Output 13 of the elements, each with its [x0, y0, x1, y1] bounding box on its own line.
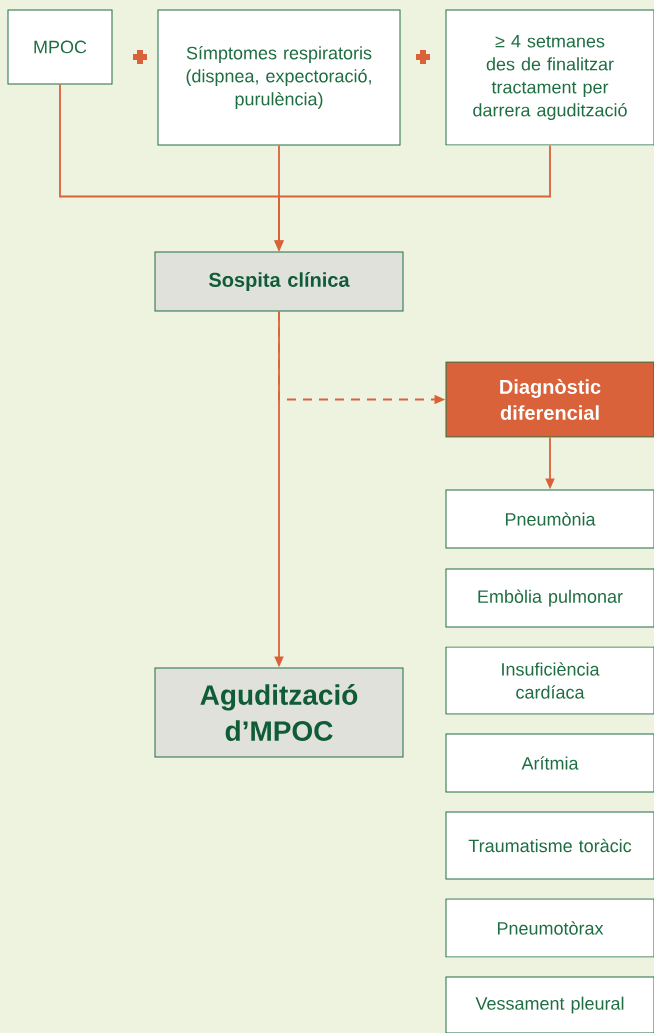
text-box: Insuficiència cardíaca: [445, 646, 654, 715]
decision-box: Agudització d’MPOC: [154, 667, 404, 758]
text-box: Símptomes respiratoris (dispnea, expectoració, purulència): [157, 9, 401, 146]
text-box: MPOC: [7, 9, 113, 85]
text-box: ≥ 4 setmanes des de finalitzar tractament per darrera agudització: [445, 9, 654, 146]
text-box: Vessament pleural: [445, 976, 654, 1033]
text-box: Arítmia: [445, 733, 654, 793]
text-box: Traumatisme toràcic: [445, 811, 654, 880]
text-box: Pneumotòrax: [445, 898, 654, 958]
text-box: Embòlia pulmonar: [445, 568, 654, 628]
text-box: Pneumònia: [445, 489, 654, 549]
decision-box: Sospita clínica: [154, 251, 404, 312]
highlight-box: Diagnòstic diferencial: [445, 361, 654, 438]
